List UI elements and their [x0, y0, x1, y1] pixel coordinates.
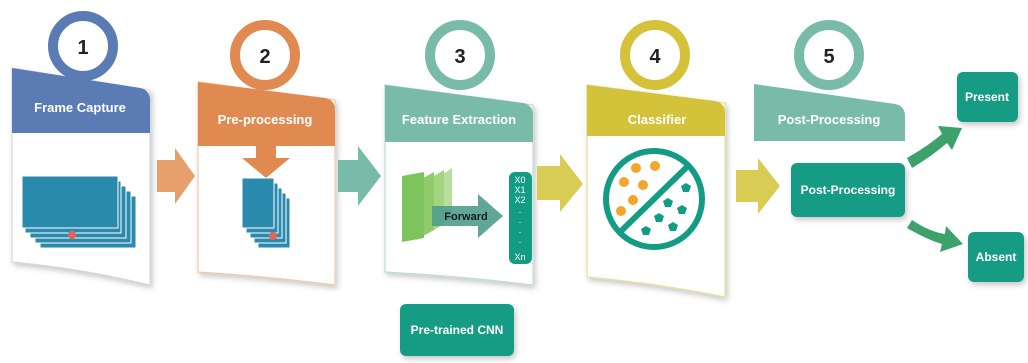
- stage-2-title: Pre-processing: [218, 112, 313, 127]
- feature-vector-box: [509, 172, 532, 264]
- stage-1-title: Frame Capture: [34, 100, 126, 115]
- pretrained-cnn-box: [400, 304, 514, 356]
- arrow-2-to-3: [338, 146, 381, 206]
- frame-stack-image: [21, 175, 137, 249]
- feature-vector-entries: X0 X1 X2 · · · · Xn: [514, 175, 525, 262]
- cropped-target-dot: [269, 232, 277, 240]
- post-processing-box: [791, 163, 905, 217]
- stage-1: 1 Frame Capture: [11, 11, 151, 286]
- feature-dot-4: ·: [519, 237, 522, 247]
- feature-dot-3: ·: [519, 227, 522, 237]
- absent-label: Absent: [976, 250, 1017, 264]
- pretrained-cnn-label: Pre-trained CNN: [411, 323, 504, 337]
- stage-5: 5 Post-Processing Post-Processing: [754, 20, 905, 217]
- present-label: Present: [965, 90, 1009, 104]
- stage-5-header: [754, 84, 905, 141]
- arrow-3-to-4: [537, 154, 583, 212]
- stage-3-title: Feature Extraction: [402, 112, 516, 127]
- stage-3-number-circle: [425, 20, 495, 90]
- arrow-1-to-2: [157, 148, 195, 204]
- stage-2-number-circle: [230, 20, 300, 90]
- feature-x0: X0: [514, 175, 525, 185]
- stage-2-number: 2: [259, 46, 270, 68]
- stage-3-header: [385, 85, 533, 142]
- stage-5-title: Post-Processing: [778, 112, 881, 127]
- feature-dot-2: ·: [519, 217, 522, 227]
- feature-x2: X2: [514, 195, 525, 205]
- stage-2: 2 Pre-processing: [197, 20, 336, 286]
- stage-4-number-circle: [620, 20, 690, 90]
- stage-4-title: Classifier: [628, 112, 687, 127]
- stage-3: 3 Feature Extraction Forward X0 X1 X2 · …: [384, 20, 534, 286]
- arrow-4-to-5: [736, 158, 780, 214]
- arrow-to-present: [907, 126, 962, 168]
- feature-dot-1: ·: [519, 207, 522, 217]
- stage-1-number: 1: [77, 37, 88, 59]
- stage-4: 4 Classifier: [586, 20, 726, 298]
- stage-4-header: [587, 85, 725, 136]
- down-arrow-icon: [242, 146, 290, 178]
- stage-3-number: 3: [454, 46, 465, 68]
- feature-xn: Xn: [514, 252, 525, 262]
- stage-4-number: 4: [649, 46, 661, 68]
- forward-arrow-icon: [432, 194, 503, 238]
- forward-label: Forward: [444, 211, 487, 223]
- stage-1-header: [12, 68, 150, 133]
- stage-5-number-circle: [794, 20, 864, 90]
- cropped-frame-stack-image: [241, 177, 291, 249]
- absent-box: [968, 232, 1024, 282]
- feature-x1: X1: [514, 185, 525, 195]
- classifier-icon: [603, 148, 705, 250]
- target-dot: [68, 231, 76, 239]
- stage-5-number: 5: [823, 46, 834, 68]
- stage-1-number-circle: [48, 11, 118, 81]
- present-box: [957, 72, 1018, 122]
- stage-2-header: [198, 82, 335, 146]
- post-processing-label: Post-Processing: [801, 183, 896, 197]
- arrow-to-absent: [907, 220, 963, 252]
